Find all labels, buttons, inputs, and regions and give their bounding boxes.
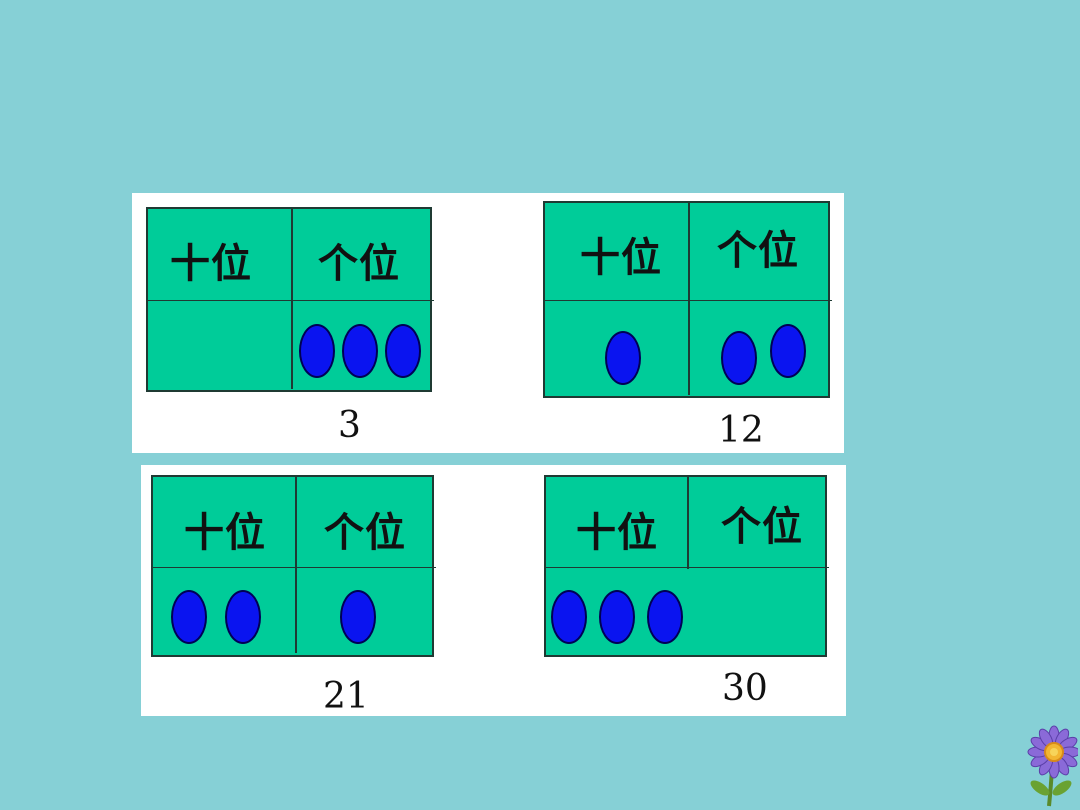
number-label: 30 xyxy=(722,668,768,709)
tens-header: 十位 xyxy=(580,235,662,281)
number-label: 21 xyxy=(323,676,369,717)
ones-header: 个位 xyxy=(324,510,406,556)
bead xyxy=(299,324,335,378)
ones-header: 个位 xyxy=(717,228,799,274)
bead xyxy=(551,590,587,644)
chart-divider-v xyxy=(688,201,690,395)
chart-divider-h xyxy=(146,300,434,301)
chart-divider-h xyxy=(544,567,829,568)
place-value-chart-30 xyxy=(544,475,827,657)
chart-divider-h xyxy=(151,567,436,568)
bead xyxy=(599,590,635,644)
bead xyxy=(340,590,376,644)
place-value-chart-3 xyxy=(146,207,432,392)
ones-header: 个位 xyxy=(318,241,400,287)
bead xyxy=(385,324,421,378)
bead xyxy=(647,590,683,644)
bead xyxy=(225,590,261,644)
bead xyxy=(342,324,378,378)
tens-header: 十位 xyxy=(576,510,658,556)
flower-petals xyxy=(1027,725,1078,779)
number-label: 3 xyxy=(338,405,361,446)
number-label: 12 xyxy=(718,410,764,451)
chart-divider-h xyxy=(543,300,832,301)
bead xyxy=(605,331,641,385)
bead xyxy=(721,331,757,385)
tens-header: 十位 xyxy=(184,510,266,556)
tens-header: 十位 xyxy=(170,241,252,287)
chart-divider-v xyxy=(291,207,293,389)
ones-header: 个位 xyxy=(721,504,803,550)
flower-icon xyxy=(1027,725,1078,807)
bead xyxy=(770,324,806,378)
chart-divider-v xyxy=(295,475,297,653)
bead xyxy=(171,590,207,644)
chart-divider-v xyxy=(687,475,689,569)
